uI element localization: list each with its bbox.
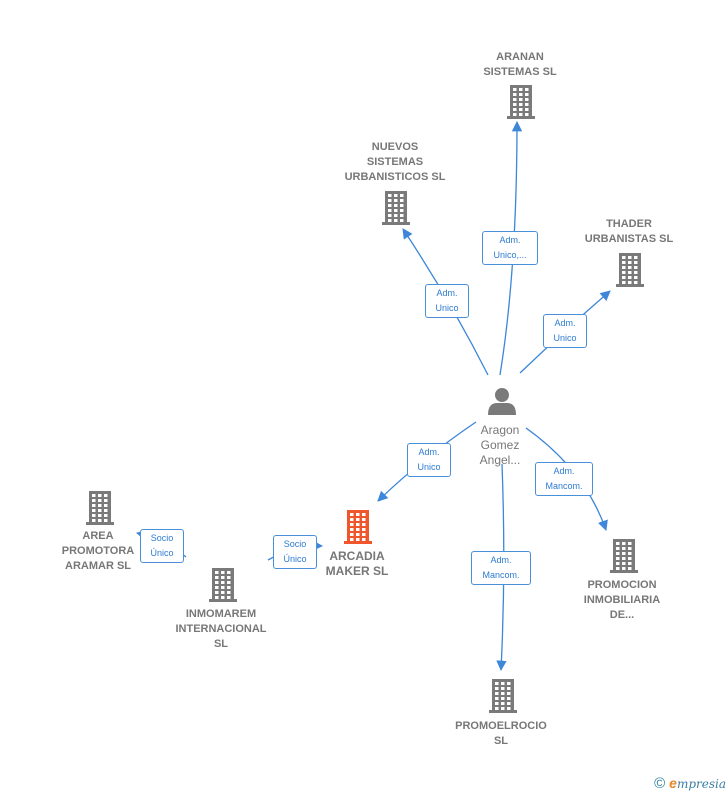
node-label-line: MAKER SL [325, 564, 389, 578]
edge-label-line: Adm. [490, 555, 512, 565]
building-icon[interactable] [489, 679, 517, 713]
edge-label-arcadia[interactable]: Adm. Unico [407, 443, 451, 477]
node-label-line: PROMOTORA [61, 545, 135, 557]
edge-label-line: Adm. [554, 318, 576, 328]
copyright-symbol: © [654, 774, 666, 792]
node-label-promocion[interactable]: PROMOCION INMOBILIARIA DE... [567, 578, 677, 623]
edge-label-line: Adm. [553, 466, 575, 476]
edge-label-line: Mancom. [545, 481, 583, 491]
node-label-area[interactable]: AREA PROMOTORA ARAMAR SL [48, 529, 148, 574]
node-label-line: URBANISTAS SL [584, 233, 674, 245]
edge-label-nuevos[interactable]: Adm. Unico [425, 284, 469, 318]
node-label-line: SL [493, 735, 509, 747]
node-label-line: INMOBILIARIA [583, 594, 661, 606]
edge-label-line: Mancom. [482, 570, 520, 580]
edge-label-line: Unico,... [493, 250, 527, 260]
edge-label-promoelrocio[interactable]: Adm. Mancom. [471, 551, 531, 585]
node-label-inmomarem[interactable]: INMOMAREM INTERNACIONAL SL [161, 607, 281, 652]
building-icon[interactable] [382, 191, 410, 225]
node-label-line: DE... [609, 609, 635, 621]
person-icon[interactable] [488, 388, 516, 415]
node-label-nuevos[interactable]: NUEVOS SISTEMAS URBANISTICOS SL [330, 140, 460, 185]
edge-label-line: Socio [150, 533, 174, 543]
node-label-line: ARAMAR SL [65, 560, 131, 572]
node-label-line: AREA [82, 530, 114, 542]
edge-label-thader[interactable]: Adm. Unico [543, 314, 587, 348]
building-icon-focus[interactable] [344, 510, 372, 544]
edge-label-aranan[interactable]: Adm. Unico,... [482, 231, 538, 265]
node-label-thader[interactable]: THADER URBANISTAS SL [574, 217, 684, 247]
node-label-line: Angel... [479, 453, 521, 467]
brand-logo: empresia [669, 775, 726, 791]
brand-name: mpresia [676, 777, 726, 791]
building-icon[interactable] [507, 85, 535, 119]
edge-label-promocion[interactable]: Adm. Mancom. [535, 462, 593, 496]
node-label-line: URBANISTICOS SL [344, 171, 446, 183]
node-label-line: SL [213, 638, 229, 650]
node-label-aranan[interactable]: ARANAN SISTEMAS SL [465, 50, 575, 80]
node-label-line: PROMOCION [587, 579, 657, 591]
node-label-line: THADER [606, 218, 652, 230]
footer-brand[interactable]: © empresia [654, 773, 726, 793]
node-label-line: NUEVOS [371, 141, 419, 153]
building-icon[interactable] [209, 568, 237, 602]
node-label-line: INMOMAREM [185, 608, 257, 620]
node-label-line: SISTEMAS SL [483, 66, 557, 78]
node-label-line: ARCADIA [329, 549, 385, 563]
brand-initial: e [669, 775, 677, 791]
node-label-promoelrocio[interactable]: PROMOELROCIO SL [441, 719, 561, 749]
edge-label-line: Adm. [436, 288, 458, 298]
node-label-line: PROMOELROCIO [455, 720, 547, 732]
node-label-line: ARANAN [496, 51, 544, 63]
building-icon[interactable] [86, 491, 114, 525]
edge-label-line: Adm. [418, 447, 440, 457]
edges-layer [135, 120, 611, 672]
edge-label-line: Único [150, 548, 174, 558]
node-label-line: Gomez [480, 438, 520, 452]
node-label-line: INTERNACIONAL [175, 623, 267, 635]
edge-label-line: Unico [435, 303, 459, 313]
edge-label-line: Único [283, 554, 307, 564]
edge-label-line: Unico [417, 462, 441, 472]
edge-label-line: Unico [553, 333, 577, 343]
building-icon[interactable] [610, 539, 638, 573]
node-label-line: Aragon [480, 423, 520, 437]
nodes-layer [86, 85, 644, 713]
building-icon[interactable] [616, 253, 644, 287]
edge-label-line: Adm. [499, 235, 521, 245]
node-label-line: SISTEMAS [366, 156, 424, 168]
edge-label-line: Socio [283, 539, 307, 549]
